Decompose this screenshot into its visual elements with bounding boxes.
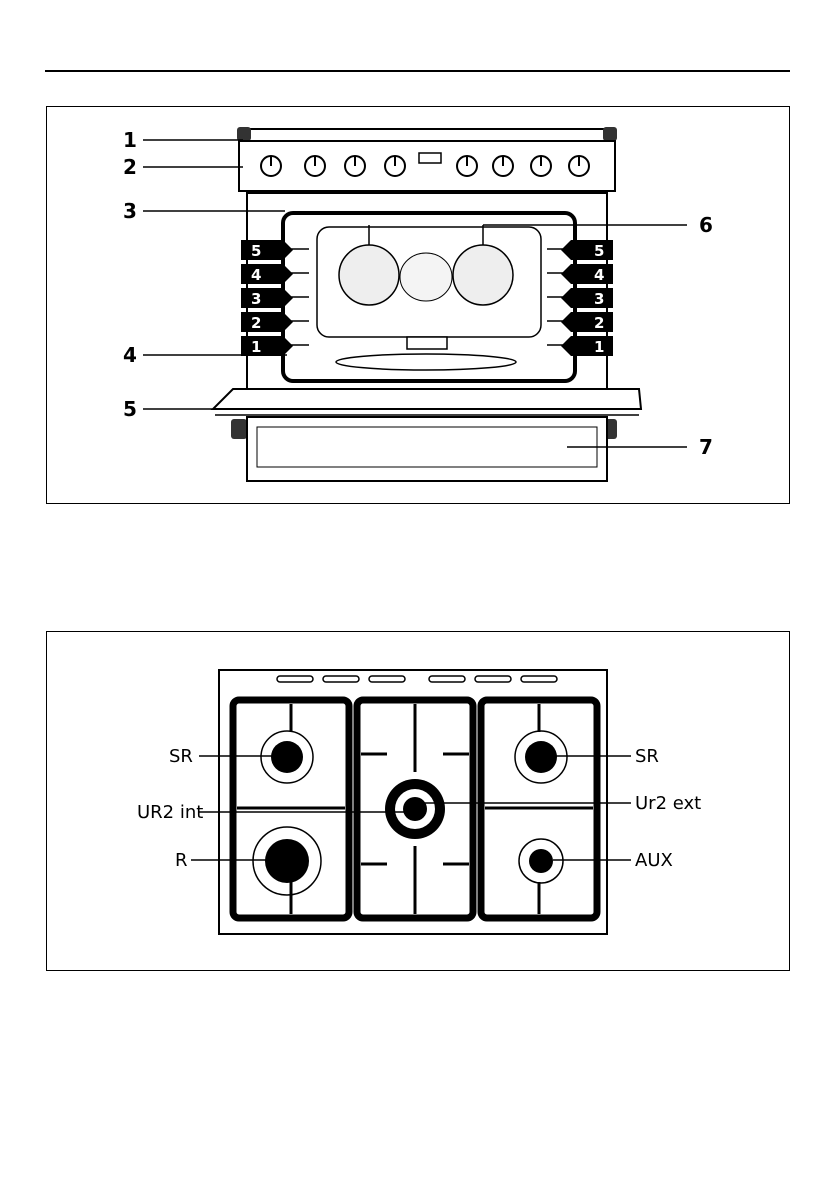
fan-left: [339, 245, 399, 305]
shelf-label-left-2: 2: [251, 314, 261, 332]
oven-diagram: 5 4 3 2 1 5 4 3 2 1 1 2 3 4 5 6: [47, 107, 789, 503]
shelf-label-left-1: 1: [251, 338, 261, 356]
shelf-tabs-left: 5 4 3 2 1: [241, 240, 293, 356]
burner-ur2-int: [403, 797, 427, 821]
burner-sr-left: [271, 741, 303, 773]
label-sr-right: SR: [635, 746, 659, 767]
shelf-label-right-5: 5: [594, 242, 604, 260]
shelf-tabs-right: 5 4 3 2 1: [561, 240, 613, 356]
oven-door-open: [213, 389, 641, 409]
burner-sr-right: [525, 741, 557, 773]
burner-aux: [529, 849, 553, 873]
rim-end-left: [237, 127, 251, 141]
callout-5: 5: [123, 397, 137, 421]
label-sr-left: SR: [169, 746, 193, 767]
shelf-label-right-3: 3: [594, 290, 604, 308]
control-panel: [239, 141, 615, 191]
callout-4: 4: [123, 343, 137, 367]
rim-end-right: [603, 127, 617, 141]
door-hinge-left: [231, 419, 247, 439]
shelf-label-right-4: 4: [594, 266, 604, 284]
callout-1: 1: [123, 128, 137, 152]
oven-lamp: [407, 337, 447, 349]
shelf-label-right-2: 2: [594, 314, 604, 332]
label-ur2-int: UR2 int: [137, 802, 203, 823]
label-aux: AUX: [635, 850, 673, 871]
label-r: R: [175, 850, 188, 871]
fan-cover-center: [400, 253, 452, 301]
callout-7: 7: [699, 435, 713, 459]
cooker-top-rim: [241, 129, 613, 141]
clock-display: [419, 153, 441, 163]
shelf-label-left-4: 4: [251, 266, 261, 284]
shelf-label-left-3: 3: [251, 290, 261, 308]
oven-figure-panel: 5 4 3 2 1 5 4 3 2 1 1 2 3 4 5 6: [46, 106, 790, 504]
fan-right: [453, 245, 513, 305]
callout-2: 2: [123, 155, 137, 179]
callout-3: 3: [123, 199, 137, 223]
hob-diagram: SR UR2 int R SR Ur2 ext AUX: [47, 632, 789, 970]
burner-r: [265, 839, 309, 883]
label-ur2-ext: Ur2 ext: [635, 793, 701, 814]
callout-6: 6: [699, 213, 713, 237]
header-rule: [45, 70, 790, 72]
shelf-label-left-5: 5: [251, 242, 261, 260]
shelf-label-right-1: 1: [594, 338, 604, 356]
hob-figure-panel: SR UR2 int R SR Ur2 ext AUX: [46, 631, 790, 971]
